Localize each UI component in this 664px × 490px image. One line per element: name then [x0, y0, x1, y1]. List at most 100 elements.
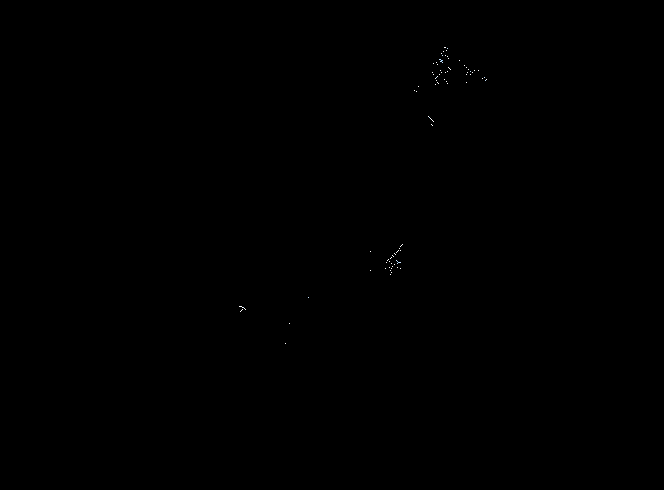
speck — [390, 258, 391, 259]
speck — [398, 262, 399, 263]
speck — [459, 60, 460, 61]
speck — [441, 53, 442, 54]
speck — [466, 67, 467, 68]
speck — [443, 51, 444, 52]
speck — [441, 61, 442, 62]
speck — [433, 74, 434, 75]
speck — [439, 59, 440, 60]
speck — [484, 77, 485, 78]
speck — [436, 77, 437, 78]
speck — [245, 309, 246, 310]
speck — [433, 63, 434, 64]
speck — [399, 262, 400, 263]
speck — [466, 82, 467, 83]
speck — [441, 60, 442, 61]
speck — [470, 74, 471, 75]
speck — [391, 268, 392, 269]
speck — [414, 90, 415, 91]
speck — [391, 257, 392, 258]
speck — [397, 267, 398, 268]
speck — [440, 70, 441, 71]
speck — [442, 60, 443, 61]
speck — [239, 306, 240, 307]
speck — [399, 248, 400, 249]
speck — [400, 268, 401, 269]
speck — [430, 118, 431, 119]
speck — [387, 260, 388, 261]
speck — [396, 260, 397, 261]
speck — [390, 274, 391, 275]
speck — [431, 124, 432, 125]
speck — [442, 55, 443, 56]
speck — [447, 83, 448, 84]
speck — [485, 80, 486, 81]
speck — [432, 72, 433, 73]
speck — [388, 259, 389, 260]
speck — [445, 47, 446, 48]
speck — [240, 306, 241, 307]
speck — [432, 120, 433, 121]
speck — [449, 68, 450, 69]
speck — [448, 58, 449, 59]
speck — [486, 79, 487, 80]
speck — [441, 72, 442, 73]
speck — [437, 76, 438, 77]
speck — [240, 311, 241, 312]
speck — [418, 86, 419, 87]
speck — [397, 261, 398, 262]
speck — [436, 80, 437, 81]
speck — [466, 74, 467, 75]
speck — [435, 84, 436, 85]
speck — [433, 121, 434, 122]
speck — [446, 50, 447, 51]
speck — [472, 72, 473, 73]
speck — [429, 117, 430, 118]
speck — [397, 263, 398, 264]
speck — [386, 262, 387, 263]
speck — [397, 251, 398, 252]
speck — [437, 82, 438, 83]
speck — [400, 246, 401, 247]
speck — [241, 310, 242, 311]
speck — [437, 64, 438, 65]
speck — [432, 125, 433, 126]
speck — [478, 70, 479, 71]
speck — [448, 67, 449, 68]
speck — [439, 74, 440, 75]
speck — [474, 70, 475, 71]
speck — [394, 264, 395, 265]
speck — [446, 81, 447, 82]
speck — [428, 116, 429, 117]
speck — [385, 268, 386, 269]
speck — [442, 62, 443, 63]
speck — [390, 270, 391, 271]
speck — [289, 323, 290, 324]
speck — [447, 48, 448, 49]
speck — [468, 69, 469, 70]
speck — [394, 253, 395, 254]
speck — [391, 263, 392, 264]
speck — [285, 343, 286, 344]
speck — [445, 55, 446, 56]
speck — [438, 83, 439, 84]
speck — [440, 61, 441, 62]
speck — [308, 297, 309, 298]
speck — [467, 72, 468, 73]
speck — [241, 306, 242, 307]
speck — [400, 250, 401, 251]
speck — [470, 71, 471, 72]
speck — [389, 261, 390, 262]
speck — [445, 72, 446, 73]
speck — [444, 79, 445, 80]
speck — [243, 307, 244, 308]
speck — [392, 266, 393, 267]
speck — [450, 69, 451, 70]
speck — [370, 251, 371, 252]
speck — [402, 244, 403, 245]
speck — [482, 78, 483, 79]
speck — [395, 254, 396, 255]
speck — [447, 56, 448, 57]
speck — [396, 252, 397, 253]
speck — [435, 78, 436, 79]
